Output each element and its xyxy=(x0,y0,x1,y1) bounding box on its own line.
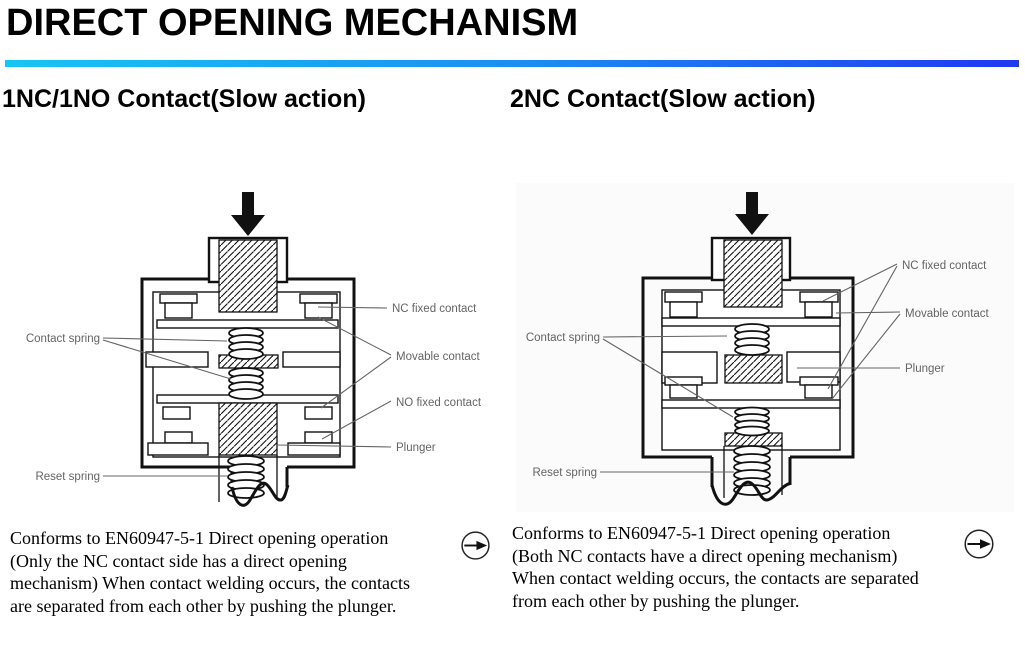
break-wave xyxy=(710,480,792,506)
description-line: mechanism) When contact welding occurs, … xyxy=(10,573,411,594)
label-nc-fixed-contact: NC fixed contact xyxy=(392,303,477,315)
plunger xyxy=(710,236,792,498)
switch-body-outline xyxy=(140,277,356,489)
reset-spring xyxy=(733,445,771,496)
description-line: are separated from each other by pushing… xyxy=(10,595,397,616)
contact-spring-lower xyxy=(228,367,264,400)
diagram-2nc: Contact spring Reset spring NC fixed con… xyxy=(526,192,990,506)
description-line: When contact welding occurs, the contact… xyxy=(512,568,919,589)
diagram-1nc1no: Contact spring Reset spring NC fixed con… xyxy=(26,192,482,507)
description-2nc: Conforms to EN60947-5-1 Direct opening o… xyxy=(512,522,919,612)
no-fixed-contacts xyxy=(147,406,341,456)
label-contact-spring: Contact spring xyxy=(26,333,100,345)
label-movable-contact: Movable contact xyxy=(905,308,990,320)
description-line: (Both NC contacts have a direct opening … xyxy=(512,545,898,566)
page-title: DIRECT OPENING MECHANISM xyxy=(6,2,579,44)
direct-opening-action-icon xyxy=(964,529,994,559)
break-wave xyxy=(230,481,290,507)
section-heading-2nc: 2NC Contact(Slow action) xyxy=(510,85,816,113)
description-line: Conforms to EN60947-5-1 Direct opening o… xyxy=(512,523,891,543)
push-arrow-icon xyxy=(735,192,769,235)
label-plunger: Plunger xyxy=(905,363,945,375)
label-nc-fixed-contact: NC fixed contact xyxy=(902,260,987,272)
label-movable-contact: Movable contact xyxy=(396,351,481,363)
nc-fixed-contacts xyxy=(159,293,338,319)
label-reset-spring: Reset spring xyxy=(532,467,597,479)
label-plunger: Plunger xyxy=(396,442,436,454)
leader-lines xyxy=(600,263,901,473)
label-no-fixed-contact: NO fixed contact xyxy=(396,397,482,409)
contact-spring-upper xyxy=(228,327,264,360)
push-arrow-icon xyxy=(231,192,265,236)
reset-spring xyxy=(227,455,265,499)
nc-fixed-contacts-upper xyxy=(664,291,839,318)
description-line: Conforms to EN60947-5-1 Direct opening o… xyxy=(10,528,389,548)
label-reset-spring: Reset spring xyxy=(35,471,100,483)
label-contact-spring: Contact spring xyxy=(526,332,600,344)
section-heading-1nc1no: 1NC/1NO Contact(Slow action) xyxy=(2,85,366,113)
leader-lines xyxy=(102,306,392,477)
nc-fixed-contacts-lower xyxy=(664,376,839,399)
contact-spring-lower xyxy=(734,406,770,437)
description-1nc1no: Conforms to EN60947-5-1 Direct opening o… xyxy=(10,527,410,617)
accent-rule xyxy=(5,60,1019,67)
direct-opening-action-icon xyxy=(461,531,490,560)
contact-spring-upper xyxy=(734,323,770,356)
description-line: (Only the NC contact side has a direct o… xyxy=(10,550,347,571)
description-line: from each other by pushing the plunger. xyxy=(512,590,800,611)
